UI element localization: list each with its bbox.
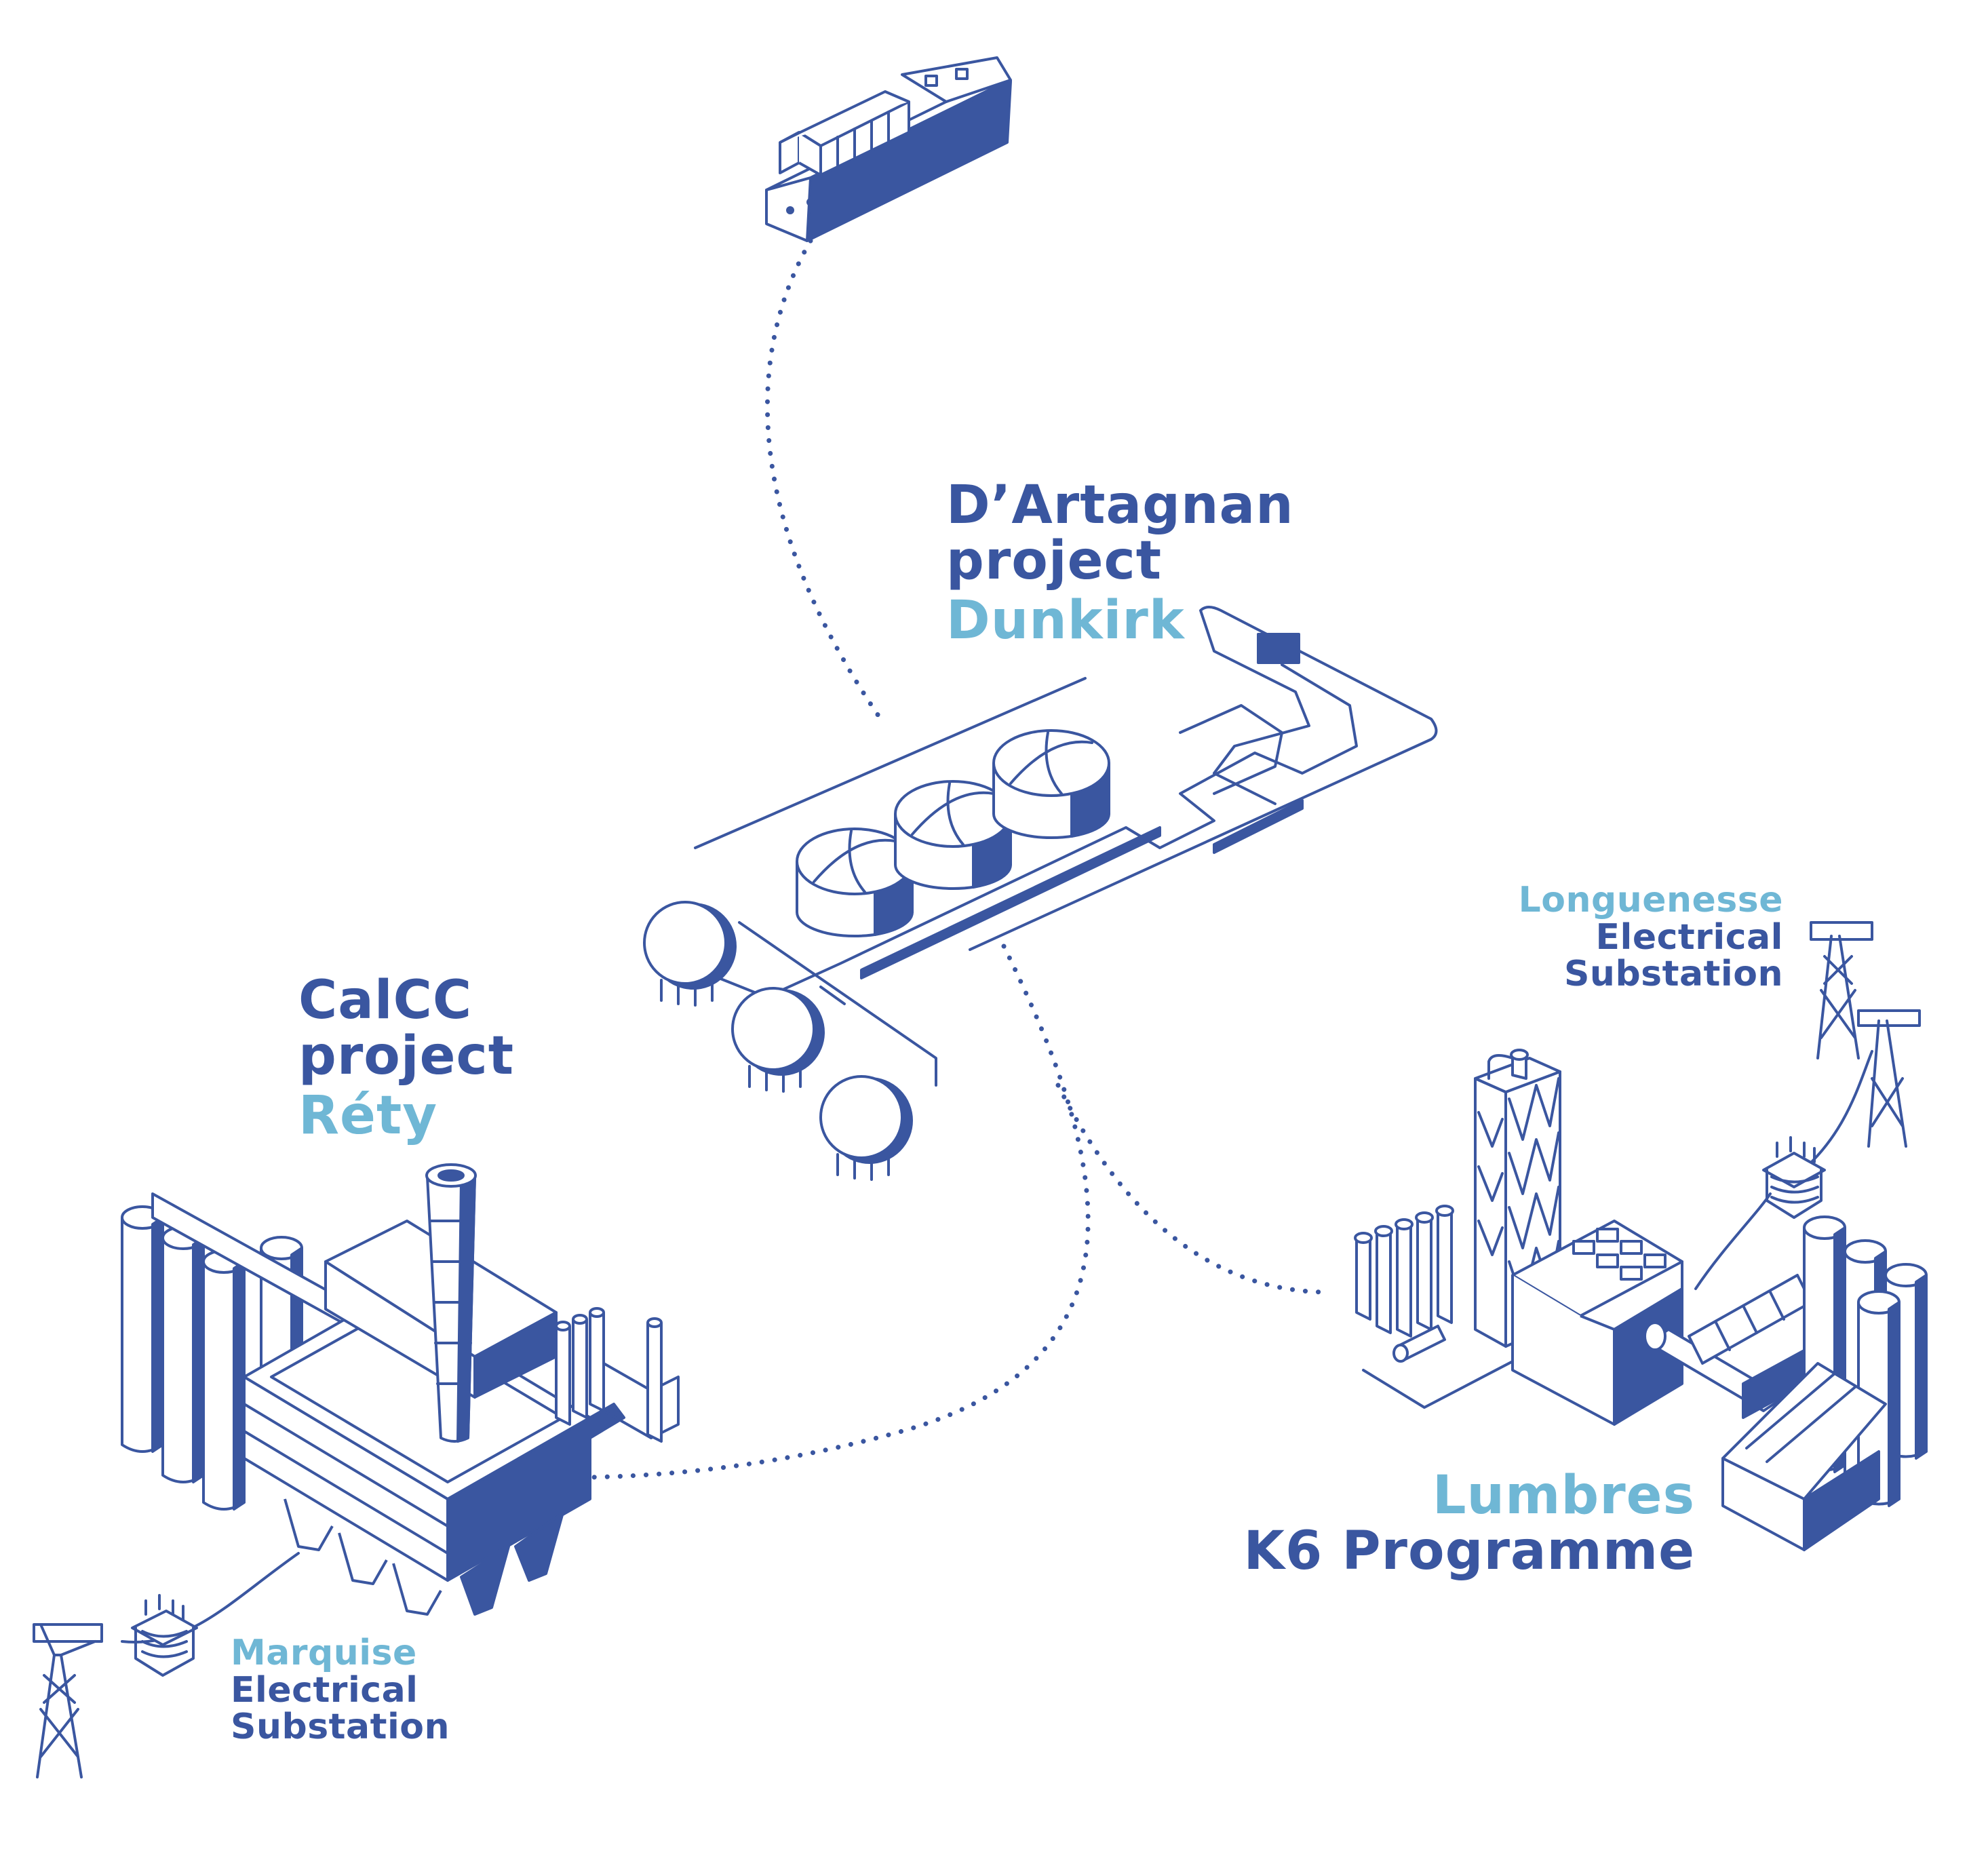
label-dartagnan: D’Artagnan project Dunkirk bbox=[946, 478, 1294, 649]
route-dunkirk-to-rety bbox=[587, 943, 1091, 1480]
longuenesse-line1: Electrical bbox=[1595, 916, 1783, 958]
dartagnan-title-line2: project bbox=[946, 530, 1163, 591]
dartagnan-place: Dunkirk bbox=[946, 589, 1185, 651]
route-dunkirk-to-lumbres bbox=[1055, 1083, 1325, 1295]
marquise-place: Marquise bbox=[231, 1633, 417, 1673]
cement-plant-icon bbox=[121, 1163, 680, 1616]
calcc-place: Réty bbox=[298, 1085, 438, 1146]
dartagnan-title-line1: D’Artagnan bbox=[946, 475, 1294, 536]
connection-lines bbox=[587, 238, 1325, 1480]
longuenesse-place: Longuenesse bbox=[1518, 880, 1783, 920]
lumbres-programme: K6 Programme bbox=[1243, 1520, 1695, 1582]
label-marquise: Marquise Electrical Substation bbox=[231, 1635, 450, 1746]
ship-icon bbox=[765, 56, 1012, 242]
calcc-title-line1: CalCC bbox=[298, 970, 473, 1031]
marquise-line2: Substation bbox=[231, 1707, 450, 1748]
lng-terminal-icon bbox=[643, 606, 1438, 1181]
industrial-plant-icon bbox=[1354, 1049, 1928, 1551]
label-calcc: CalCC project Réty bbox=[298, 973, 514, 1144]
lumbres-place: Lumbres bbox=[1432, 1465, 1695, 1526]
marquise-substation-icon bbox=[33, 1552, 300, 1778]
label-lumbres: Lumbres K6 Programme bbox=[1244, 1468, 1695, 1580]
longuenesse-line2: Substation bbox=[1563, 954, 1783, 995]
longuenesse-substation-icon bbox=[1694, 921, 1921, 1290]
calcc-title-line2: project bbox=[298, 1025, 515, 1087]
label-longuenesse: Longuenesse Electrical Substation bbox=[1519, 882, 1783, 993]
route-ship-to-dunkirk bbox=[764, 238, 881, 718]
marquise-line1: Electrical bbox=[231, 1669, 418, 1711]
